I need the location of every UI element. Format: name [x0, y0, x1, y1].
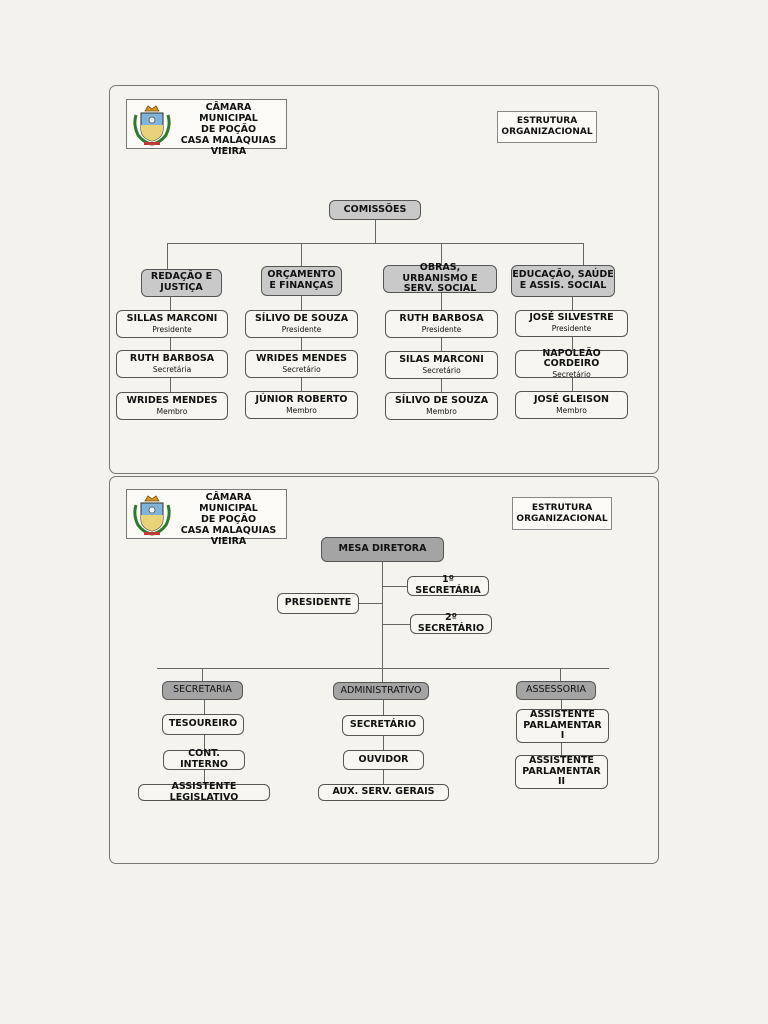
header-title-line: DE POÇÃO — [200, 514, 257, 525]
node-title: ASSISTENTE PARLAMENTAR II — [522, 755, 601, 788]
member-node: SÍLIVO DE SOUZA Presidente — [245, 310, 358, 338]
comissoes-root-node: COMISSÕES — [329, 200, 421, 220]
node-title: ADMINISTRATIVO — [340, 684, 422, 696]
member-node: JOSÉ SILVESTRE Presidente — [515, 310, 628, 337]
header-block: CÂMARA MUNICIPAL DE POÇÃO CASA MALAQUIAS… — [126, 489, 287, 547]
member-node: JÚNIOR ROBERTO Membro — [245, 391, 358, 419]
member-name: WRIDES MENDES — [256, 352, 347, 364]
secretario-node: SECRETÁRIO — [342, 715, 424, 736]
estrutura-organizacional-tag: ESTRUTURA ORGANIZACIONAL — [497, 111, 597, 143]
node-title: ASSISTENTE PARLAMENTAR I — [523, 709, 602, 742]
member-name: WRIDES MENDES — [126, 394, 218, 406]
member-role: Membro — [426, 406, 457, 416]
member-name: SÍLIVO DE SOUZA — [394, 394, 489, 406]
member-node: SILAS MARCONI Secretário — [385, 351, 498, 379]
header-title-line: DE POÇÃO — [200, 124, 257, 135]
member-name: NAPOLEÃO CORDEIRO — [542, 347, 601, 370]
node-title: TESOUREIRO — [168, 718, 238, 730]
member-role: Membro — [286, 405, 317, 415]
node-title: ASSISTENTE LEGISLATIVO — [169, 780, 239, 803]
header-title-line: VIEIRA — [210, 536, 247, 547]
node-title: AUX. SERV. GERAIS — [332, 786, 435, 798]
node-title: ORÇAMENTO E FINANÇAS — [267, 269, 336, 291]
member-role: Presidente — [421, 324, 462, 334]
ouvidor-node: OUVIDOR — [343, 750, 424, 770]
node-title: SECRETÁRIO — [349, 719, 417, 731]
node-title: MESA DIRETORA — [338, 543, 427, 555]
member-name: RUTH BARBOSA — [399, 312, 484, 324]
segundo-secretario-node: 2º SECRETÁRIO — [410, 612, 492, 634]
assistente-legislativo-node: ASSISTENTE LEGISLATIVO — [138, 780, 270, 803]
estrutura-organizacional-tag: ESTRUTURA ORGANIZACIONAL — [512, 497, 612, 530]
member-role: Secretário — [552, 369, 591, 379]
member-node: SILLAS MARCONI Presidente — [116, 310, 228, 338]
node-title: PRESIDENTE — [284, 597, 352, 609]
member-role: Secretário — [282, 364, 321, 374]
secretaria-department-node: SECRETARIA — [162, 681, 243, 700]
member-node: RUTH BARBOSA Secretária — [116, 350, 228, 378]
member-role: Presidente — [281, 324, 322, 334]
header-title-line: VIEIRA — [210, 146, 247, 157]
assessoria-department-node: ASSESSORIA — [516, 681, 596, 700]
member-node: SÍLIVO DE SOUZA Membro — [385, 392, 498, 420]
commission-educacao-saude: EDUCAÇÃO, SAÚDE E ASSIS. SOCIAL — [511, 265, 615, 297]
node-title: EDUCAÇÃO, SAÚDE E ASSIS. SOCIAL — [512, 269, 614, 291]
member-name: RUTH BARBOSA — [129, 352, 215, 364]
assistente-parlamentar-1-node: ASSISTENTE PARLAMENTAR I — [516, 709, 609, 743]
administrativo-department-node: ADMINISTRATIVO — [333, 682, 429, 700]
aux-serv-gerais-node: AUX. SERV. GERAIS — [318, 784, 449, 801]
member-node: NAPOLEÃO CORDEIRO Secretário — [515, 347, 628, 379]
commission-redacao-justica: REDAÇÃO E JUSTIÇA — [141, 269, 222, 297]
node-title: 1º SECRETÁRIA — [415, 574, 481, 596]
member-node: WRIDES MENDES Secretário — [245, 350, 358, 378]
tag-line: ESTRUTURA — [531, 502, 593, 513]
node-title: 2º SECRETÁRIO — [417, 612, 485, 634]
header-title: CÂMARA MUNICIPAL DE POÇÃO CASA MALAQUIAS… — [175, 102, 282, 157]
member-role: Secretária — [152, 364, 192, 374]
member-role: Presidente — [152, 324, 192, 334]
header-title-line: CÂMARA MUNICIPAL — [199, 102, 258, 124]
header-title: CÂMARA MUNICIPAL DE POÇÃO CASA MALAQUIAS… — [175, 492, 282, 547]
header-title-line: CASA MALAQUIAS — [180, 525, 277, 536]
node-title: COMISSÕES — [343, 203, 407, 215]
member-node: JOSÉ GLEISON Membro — [515, 391, 628, 419]
commission-orcamento-financas: ORÇAMENTO E FINANÇAS — [261, 266, 342, 296]
coat-of-arms-icon — [133, 105, 171, 146]
node-title: OUVIDOR — [358, 753, 409, 765]
controle-interno-node: CONT. INTERNO — [163, 748, 245, 770]
assistente-parlamentar-2-node: ASSISTENTE PARLAMENTAR II — [515, 755, 608, 789]
header-block: CÂMARA MUNICIPAL DE POÇÃO CASA MALAQUIAS… — [126, 99, 287, 157]
member-node: RUTH BARBOSA Presidente — [385, 310, 498, 338]
node-title: ASSESSORIA — [525, 684, 586, 696]
member-name: SILAS MARCONI — [399, 353, 484, 365]
member-role: Presidente — [551, 324, 592, 334]
coat-of-arms-icon — [133, 495, 171, 536]
member-role: Membro — [556, 405, 587, 415]
node-title: OBRAS, URBANISMO E SERV. SOCIAL — [402, 262, 478, 295]
tesoureiro-node: TESOUREIRO — [162, 714, 244, 735]
header-title-line: CÂMARA MUNICIPAL — [199, 492, 258, 514]
node-title: SECRETARIA — [173, 684, 232, 696]
node-title: CONT. INTERNO — [180, 748, 228, 770]
commission-obras-urbanismo: OBRAS, URBANISMO E SERV. SOCIAL — [383, 262, 497, 295]
member-name: JOSÉ GLEISON — [534, 393, 609, 405]
node-title: REDAÇÃO E JUSTIÇA — [150, 271, 213, 293]
member-name: SILLAS MARCONI — [126, 312, 218, 324]
member-name: JOSÉ SILVESTRE — [529, 312, 614, 324]
member-name: SÍLIVO DE SOUZA — [254, 312, 349, 324]
mesa-diretora-node: MESA DIRETORA — [321, 537, 444, 562]
member-node: WRIDES MENDES Membro — [116, 392, 228, 420]
presidente-node: PRESIDENTE — [277, 593, 359, 614]
primeira-secretaria-node: 1º SECRETÁRIA — [407, 574, 489, 596]
tag-line: ORGANIZACIONAL — [516, 513, 608, 524]
member-role: Secretário — [422, 365, 461, 375]
header-title-line: CASA MALAQUIAS — [180, 135, 277, 146]
tag-line: ESTRUTURA — [516, 116, 578, 126]
member-role: Membro — [156, 406, 188, 416]
member-name: JÚNIOR ROBERTO — [255, 393, 348, 405]
tag-line: ORGANIZACIONAL — [501, 127, 593, 137]
